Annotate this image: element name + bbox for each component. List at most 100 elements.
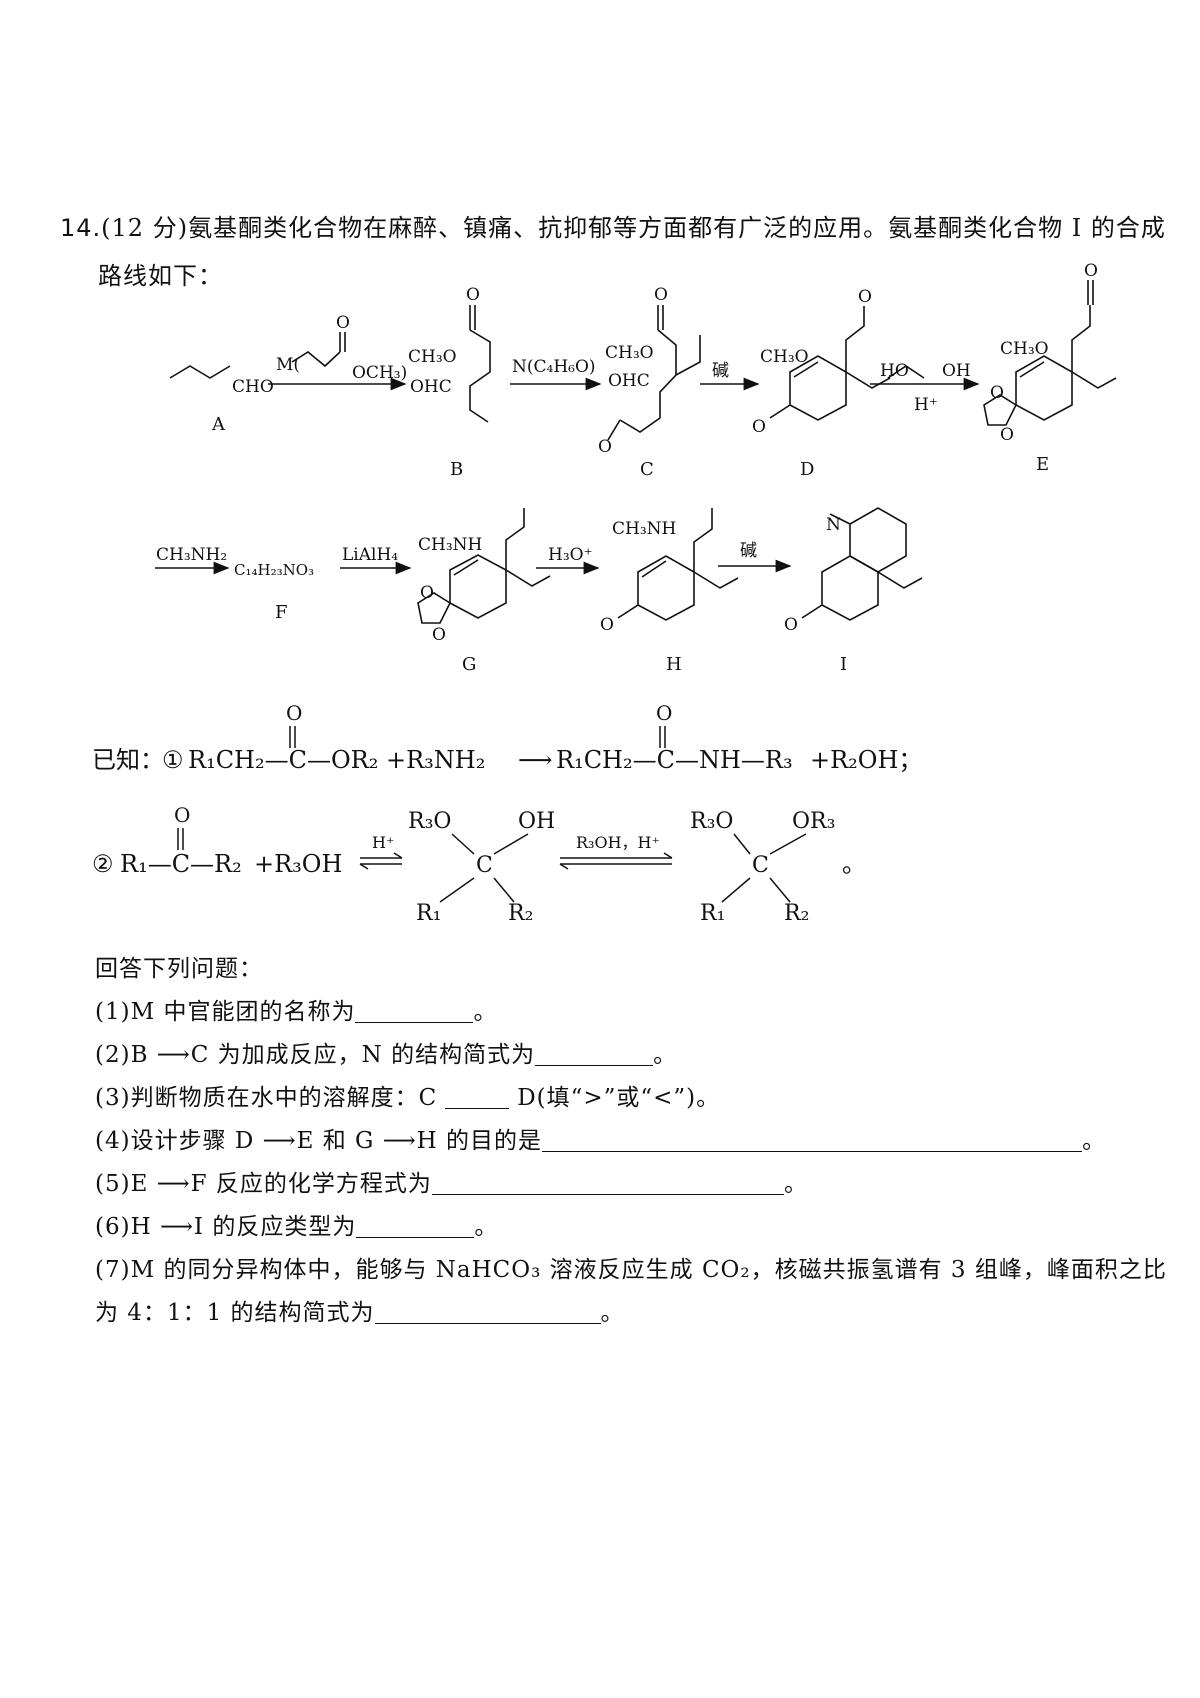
known-2-c-b: C <box>752 853 769 878</box>
question-number: 14. <box>60 214 102 242</box>
text-o: O <box>432 625 446 645</box>
known-reactions: 已知： ① R₁CH₂—C—OR₂ +R₃NH₂ ⟶ R₁CH₂—C—NH—R₃… <box>92 701 922 926</box>
known-2-reactant: R₁—C—R₂ <box>120 850 242 878</box>
reagent-m-tail: OCH₃) <box>352 363 407 383</box>
text-ch3o: CH₃O <box>760 347 809 367</box>
known-2-marker: ② <box>92 850 114 878</box>
structure-i <box>821 555 879 621</box>
label-g: G <box>462 654 476 675</box>
reagent-m-bonds <box>291 351 341 368</box>
text-o: O <box>466 285 480 305</box>
text-ch3o: CH₃O <box>605 343 654 363</box>
text-n: N <box>826 515 841 535</box>
sub-questions: 回答下列问题： (1)M 中官能团的名称为。 (2)B ⟶C 为加成反应，N 的… <box>95 948 1175 1335</box>
text-ohc: OHC <box>410 377 452 397</box>
reagent-diol-ho: HO <box>880 361 909 381</box>
intro-text: 氨基酮类化合物在麻醉、镇痛、抗抑郁等方面都有广泛的应用。氨基酮类化合物 I 的合… <box>188 214 1166 242</box>
answer-blank-3[interactable] <box>445 1082 510 1109</box>
known-1-plus1: +R₃NH₂ <box>386 746 485 774</box>
reagent-h-plus: H⁺ <box>914 395 938 415</box>
structure-c <box>619 329 677 433</box>
reagent-ch3nh2: CH₃NH₂ <box>156 545 227 565</box>
answer-blank-7[interactable] <box>374 1297 601 1324</box>
known-2-c-a: C <box>476 853 493 878</box>
text-ch3nh: CH₃NH <box>612 519 676 539</box>
known-2-plus: +R₃OH <box>254 850 342 878</box>
reagent-n: N(C₄H₆O) <box>512 357 596 377</box>
text-ohc: OHC <box>608 371 650 391</box>
answer-blank-5[interactable] <box>431 1168 784 1195</box>
known-1-plus2: +R₂OH； <box>810 746 922 774</box>
known-prefix: 已知： <box>92 746 164 774</box>
reagent-lialh4: LiAlH₄ <box>342 545 398 565</box>
subquestion-2: (2)B ⟶C 为加成反应，N 的结构简式为。 <box>95 1034 1175 1077</box>
subquestion-7: (7)M 的同分异构体中，能够与 NaHCO₃ 溶液反应生成 CO₂，核磁共振氢… <box>95 1257 1167 1283</box>
text-o: O <box>420 583 434 603</box>
text-o: O <box>752 417 766 437</box>
answer-blank-1[interactable] <box>355 996 474 1023</box>
known-2-r3o-a: R₃O <box>408 809 451 834</box>
text-o: O <box>1000 425 1014 445</box>
text-o: O <box>1084 261 1098 281</box>
subquestion-5: (5)E ⟶F 反应的化学方程式为。 <box>95 1163 1175 1206</box>
label-i: I <box>840 654 847 675</box>
text-cho: CHO <box>232 377 274 397</box>
subquestion-6: (6)H ⟶I 的反应类型为。 <box>95 1206 1175 1249</box>
known-2-r1-a: R₁ <box>416 901 441 926</box>
known-2-end: 。 <box>842 850 866 878</box>
structure-a <box>169 365 231 379</box>
label-c: C <box>640 459 654 480</box>
structure-h <box>637 555 695 621</box>
reagent-m: M( <box>276 355 300 375</box>
text-o: O <box>858 287 872 307</box>
known-2-cond2: R₃OH，H⁺ <box>576 833 660 852</box>
answer-prompt: 回答下列问题： <box>95 956 263 982</box>
text-o: O <box>336 313 350 333</box>
text-ch3o: CH₃O <box>408 347 457 367</box>
answer-blank-2[interactable] <box>535 1039 654 1066</box>
question-score: (12 分) <box>101 214 189 242</box>
text-o: O <box>990 383 1004 403</box>
label-h: H <box>666 654 682 675</box>
known-1-reactant: R₁CH₂—C—OR₂ <box>188 746 378 774</box>
known-2-cond1: H⁺ <box>372 833 394 852</box>
text-o: O <box>654 285 668 305</box>
known-1-o-a: O <box>286 701 302 725</box>
known-2-oh: OH <box>518 809 555 834</box>
label-e: E <box>1036 454 1049 475</box>
known-2-r2-b: R₂ <box>784 901 809 926</box>
answer-blank-4[interactable] <box>542 1125 1083 1152</box>
subquestion-4: (4)设计步骤 D ⟶E 和 G ⟶H 的目的是。 <box>95 1120 1175 1163</box>
known-2-r3o-b: R₃O <box>690 809 733 834</box>
structure-e <box>1015 355 1073 421</box>
subquestion-1: (1)M 中官能团的名称为。 <box>95 991 1175 1034</box>
known-1-o-b: O <box>656 701 672 725</box>
question-intro: 14.(12 分)氨基酮类化合物在麻醉、镇痛、抗抑郁等方面都有广泛的应用。氨基酮… <box>60 204 1170 300</box>
known-2-r2-a: R₂ <box>508 901 533 926</box>
answer-blank-6[interactable] <box>356 1211 475 1238</box>
label-f: F <box>275 602 288 623</box>
structure-b <box>469 329 491 423</box>
reagent-diol-oh: OH <box>942 361 971 381</box>
known-1-product: R₁CH₂—C—NH—R₃ <box>556 746 793 774</box>
text-o: O <box>784 615 798 635</box>
reagent-base-1: 碱 <box>712 361 729 381</box>
known-2-o: O <box>174 803 190 827</box>
label-d: D <box>800 459 814 480</box>
reagent-base-2: 碱 <box>740 541 757 561</box>
known-1-marker: ① <box>162 746 184 774</box>
known-1-arrow: ⟶ <box>518 746 552 774</box>
text-o: O <box>600 615 614 635</box>
known-2-or3: OR₃ <box>792 809 835 834</box>
text-o: O <box>598 437 612 457</box>
structure-g <box>449 554 507 619</box>
reagent-h3o: H₃O⁺ <box>548 545 593 565</box>
subquestion-7-cont: 为 4：1：1 的结构简式为。 <box>95 1292 1175 1335</box>
text-ch3nh: CH₃NH <box>418 535 482 555</box>
intro-text-2: 路线如下： <box>98 262 223 290</box>
known-2-r1-b: R₁ <box>700 901 725 926</box>
text-ch3o: CH₃O <box>1000 339 1049 359</box>
formula-f: C₁₄H₂₃NO₃ <box>234 561 314 579</box>
label-b: B <box>450 459 463 480</box>
